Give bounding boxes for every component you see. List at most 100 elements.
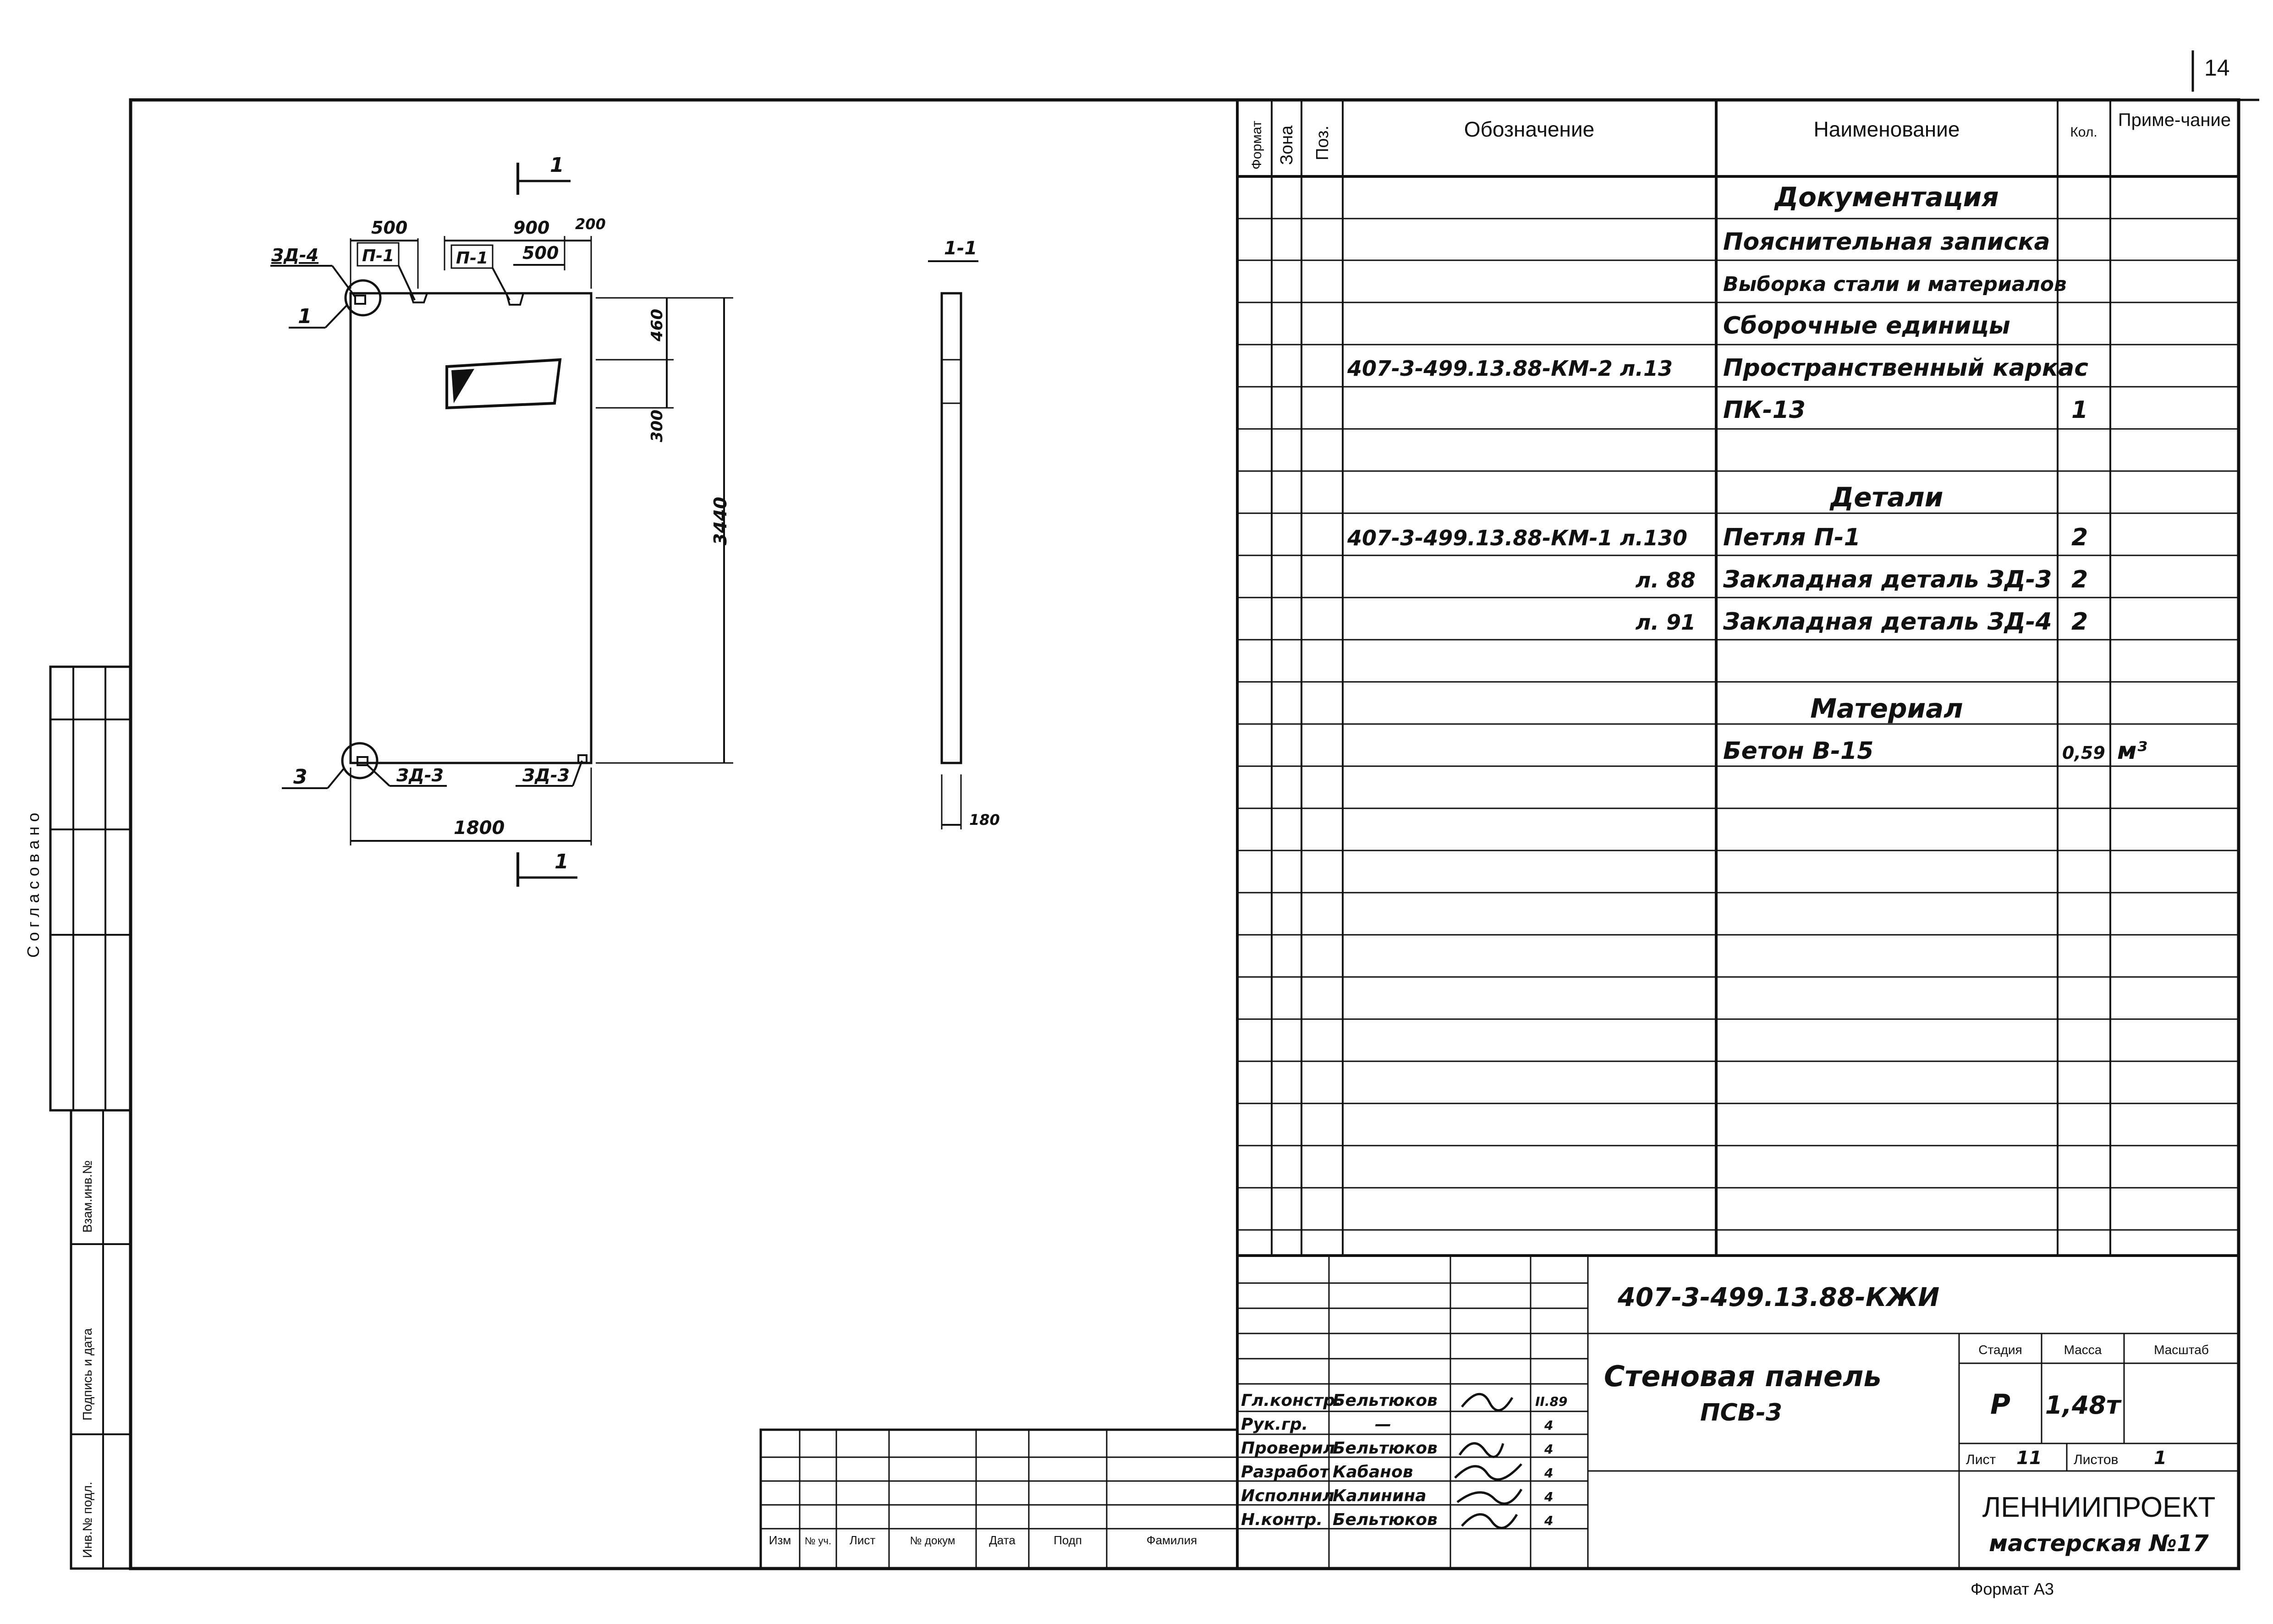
rev-header-surname: Фамилия (1147, 1533, 1197, 1547)
row-name: Закладная деталь ЗД-4 (1723, 608, 2052, 636)
row-qty: 0,59 (2062, 743, 2105, 763)
embed-bottom-left (357, 756, 368, 766)
left-approval-strip: Согласовано Взам.инв.№ Подпись и дата Ин… (24, 665, 132, 1570)
signature-mark (1461, 1393, 1514, 1412)
loop-label-1: П-1 (362, 247, 394, 265)
embed-bottom-right (577, 754, 587, 763)
row-name: Документация (1773, 181, 1998, 213)
row-name: Детали (1829, 482, 1944, 513)
signer-date: II.89 (1535, 1394, 1567, 1409)
row-designation: л. 88 (1636, 568, 1696, 593)
row-qty: 2 (2071, 608, 2088, 636)
spec-row-lines (1237, 218, 2239, 1231)
dim-thickness: 180 (969, 811, 1000, 828)
signer-row: Н.контр. Бельтюков 4 (1241, 1510, 1553, 1529)
header-zone: Зона (1277, 125, 1296, 165)
signer-date: 4 (1544, 1442, 1553, 1457)
sign-date-label: Подпись и дата (80, 1328, 94, 1421)
signature-mark (1461, 1513, 1518, 1529)
sheet-format: Формат А3 (1971, 1580, 2054, 1598)
row-designation: 407-3-499.13.88-КМ-2 л.13 (1347, 356, 1673, 381)
scale-label: Масштаб (2154, 1343, 2209, 1357)
approval-box (49, 665, 132, 1112)
header-pos: Поз. (1313, 126, 1332, 160)
embed-top-left (354, 295, 366, 305)
row-name: Пояснительная записка (1723, 228, 2050, 256)
spec-row: Бетон В-15 0,59 м³ (1723, 737, 2147, 765)
row-qty: 2 (2071, 524, 2088, 551)
spec-row: 407-3-499.13.88-КМ-2 л.13 Пространственн… (1347, 354, 2088, 382)
header-name: Наименование (1814, 117, 1960, 141)
dim-top-right: 200 (575, 215, 606, 233)
row-name: Выборка стали и материалов (1723, 273, 2067, 296)
signature-mark (1458, 1442, 1504, 1458)
row-qty: 2 (2071, 566, 2088, 593)
header-qty: Кол. (2070, 125, 2097, 140)
row-name: Сборочные единицы (1723, 312, 2010, 340)
stage-value: Р (1990, 1388, 2010, 1421)
callout-circle-1 (344, 279, 382, 317)
header-format: Формат (1249, 121, 1264, 170)
signer-name: Бельтюков (1333, 1510, 1438, 1529)
replace-inv-label: Взам.инв.№ (80, 1160, 94, 1233)
stage-label: Стадия (1978, 1343, 2022, 1357)
section-outline (940, 292, 962, 764)
panel-outline (349, 292, 593, 764)
callout-1-label: 1 (298, 305, 312, 328)
signer-name: Калинина (1333, 1487, 1427, 1505)
dim-width: 1800 (454, 817, 505, 839)
dim-right-1: 460 (648, 309, 666, 342)
embed-label-bottom-1: ЗД-3 (396, 765, 444, 785)
inv-original-label: Инв.№ подл. (80, 1481, 94, 1558)
dim-top-left: 500 (371, 218, 407, 238)
spec-row: Детали (1829, 482, 1944, 513)
dim-height: 3440 (710, 497, 730, 545)
loop-label-2: П-1 (456, 249, 488, 268)
title-block: 407-3-499.13.88-КЖИ Стеновая панель ПСВ-… (1236, 1254, 2240, 1570)
spec-row: л. 91 Закладная деталь ЗД-4 2 (1636, 608, 2088, 636)
sheets-value: 1 (2154, 1448, 2167, 1469)
row-name: Бетон В-15 (1723, 737, 1873, 765)
row-name: Петля П-1 (1723, 524, 1861, 551)
loop-notch-left (409, 293, 428, 303)
window-hatch (451, 369, 474, 403)
signer-date: 4 (1544, 1513, 1553, 1528)
row-name: Пространственный каркас (1723, 354, 2088, 382)
page-number: 14 (2204, 55, 2230, 81)
panel-front-view: 1 1 3 ЗД-4 ЗД-3 ЗД-3 П-1 (270, 154, 733, 887)
signer-row: Рук.гр. — 4 (1241, 1415, 1553, 1434)
spec-row: Пояснительная записка (1723, 228, 2050, 256)
signature-mark (1454, 1463, 1522, 1481)
spec-row: 407-3-499.13.88-КМ-1 л.130 Петля П-1 2 (1347, 524, 2088, 551)
row-note: м³ (2117, 737, 2147, 765)
sheet-value: 11 (2016, 1448, 2042, 1469)
specification-table: Формат Зона Поз. Обозначение Наименовани… (1236, 100, 2239, 1257)
callout-circle-3 (341, 742, 379, 779)
signer-row: Гл.констр. Бельтюков II.89 (1241, 1391, 1567, 1412)
mass-value: 1,48т (2045, 1391, 2122, 1420)
title-line1: Стеновая панель (1604, 1360, 1882, 1393)
section-mark-top: 1 (550, 154, 564, 177)
approved-label: Согласовано (24, 808, 43, 958)
embed-label-top: ЗД-4 (271, 245, 318, 265)
spec-row: Материал (1810, 693, 1963, 724)
row-designation: л. 91 (1636, 610, 1696, 635)
signer-role: Разработ (1241, 1463, 1330, 1481)
rev-header-date: Дата (989, 1533, 1016, 1547)
dim-right-2: 300 (648, 410, 666, 442)
signer-date: 4 (1544, 1418, 1553, 1433)
header-note: Приме-чание (2118, 110, 2231, 130)
section-view: 1-1 180 (928, 238, 1000, 829)
spec-row: Сборочные единицы (1723, 312, 2010, 340)
signature-mark (1456, 1488, 1523, 1505)
revision-block: Изм № уч. Лист № докум Дата Подп Фамилия (759, 1428, 1239, 1570)
rev-header-izm: Изм (769, 1533, 791, 1547)
title-line2: ПСВ-3 (1700, 1399, 1782, 1426)
signer-date: 4 (1544, 1489, 1553, 1504)
spec-row: Документация (1773, 181, 1998, 213)
rev-header-list: Лист (850, 1533, 876, 1547)
header-designation: Обозначение (1464, 117, 1595, 141)
signer-role: Исполнил (1241, 1487, 1334, 1505)
row-qty: 1 (2071, 396, 2088, 424)
